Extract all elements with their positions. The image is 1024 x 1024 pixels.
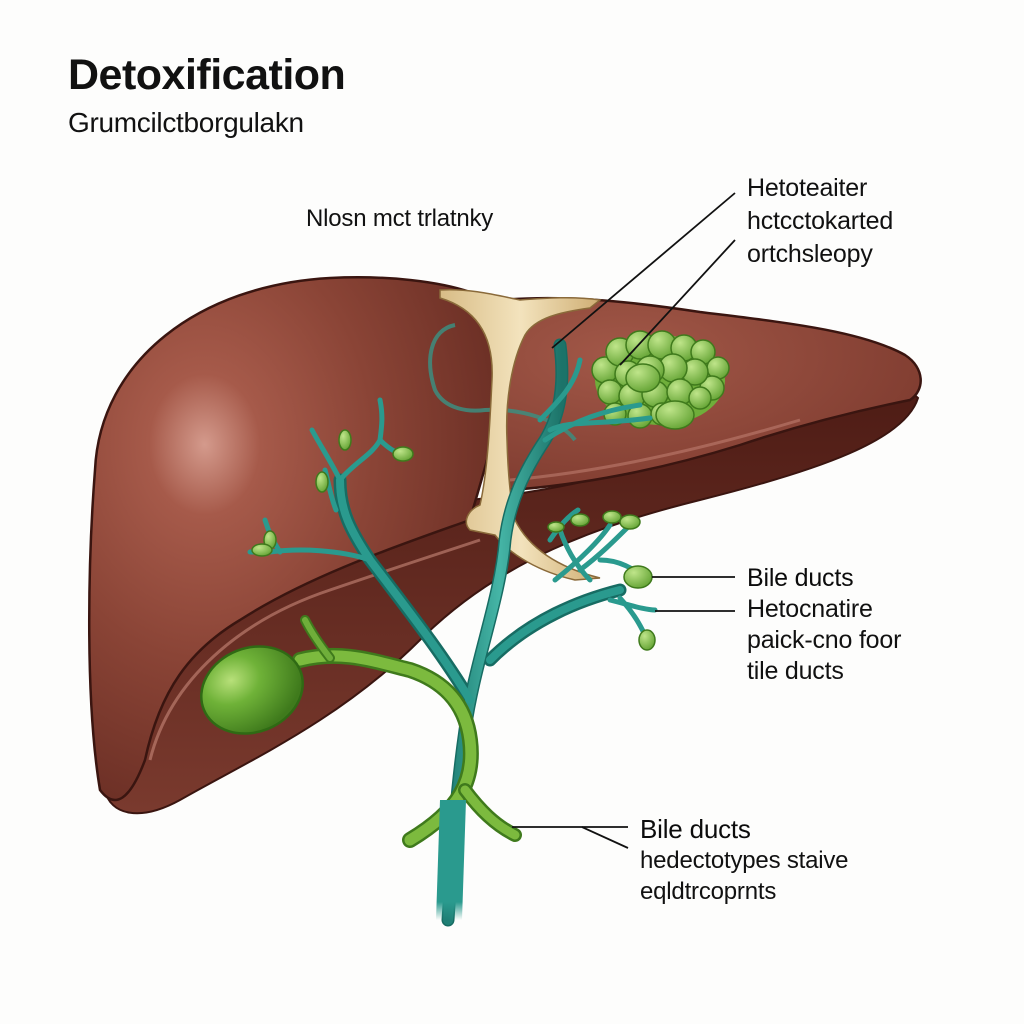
diagram-title: Detoxification	[68, 51, 346, 99]
falciform-ligament	[439, 288, 602, 581]
label-bile-ducts-bottom-line-2: eqldtrcoprnts	[640, 878, 777, 905]
bile-duct-tree	[247, 338, 658, 927]
gallbladder	[200, 645, 304, 735]
label-hepatocyte-line-1: Hetoteaiter	[747, 174, 868, 202]
label-hepatocyte-line-3: ortchsleopy	[747, 240, 873, 268]
label-bile-ducts-bottom-head: Bile ducts	[640, 814, 751, 844]
diagram-subtitle: Grumcilctborgulakn	[68, 107, 304, 138]
label-bile-ducts-right: Bile ducts Hetocnatire paick-cno foor ti…	[747, 563, 901, 687]
leader-lines	[512, 192, 736, 849]
label-top: Nlosn mct trlatnky	[306, 203, 493, 234]
liver-left-lobe	[88, 276, 503, 802]
label-bile-ducts-right-line-2: paick-cno foor	[747, 626, 902, 654]
label-bile-ducts-right-line-1: Hetocnatire	[747, 595, 873, 623]
common-bile-duct	[436, 800, 466, 920]
label-bile-ducts-right-line-3: tile ducts	[747, 657, 844, 685]
label-bile-ducts-right-head: Bile ducts	[747, 564, 854, 592]
label-top-text: Nlosn mct trlatnky	[306, 205, 494, 232]
label-bile-ducts-bottom-line-1: hedectotypes staive	[640, 847, 849, 874]
label-hepatocyte-line-2: hctcctokarted	[747, 207, 894, 235]
label-hepatocyte: Hetoteaiter hctcctokarted ortchsleopy	[747, 172, 893, 271]
label-bile-ducts-bottom: Bile ducts hedectotypes staive eqldtrcop…	[640, 814, 849, 907]
cystic-duct	[292, 615, 522, 848]
